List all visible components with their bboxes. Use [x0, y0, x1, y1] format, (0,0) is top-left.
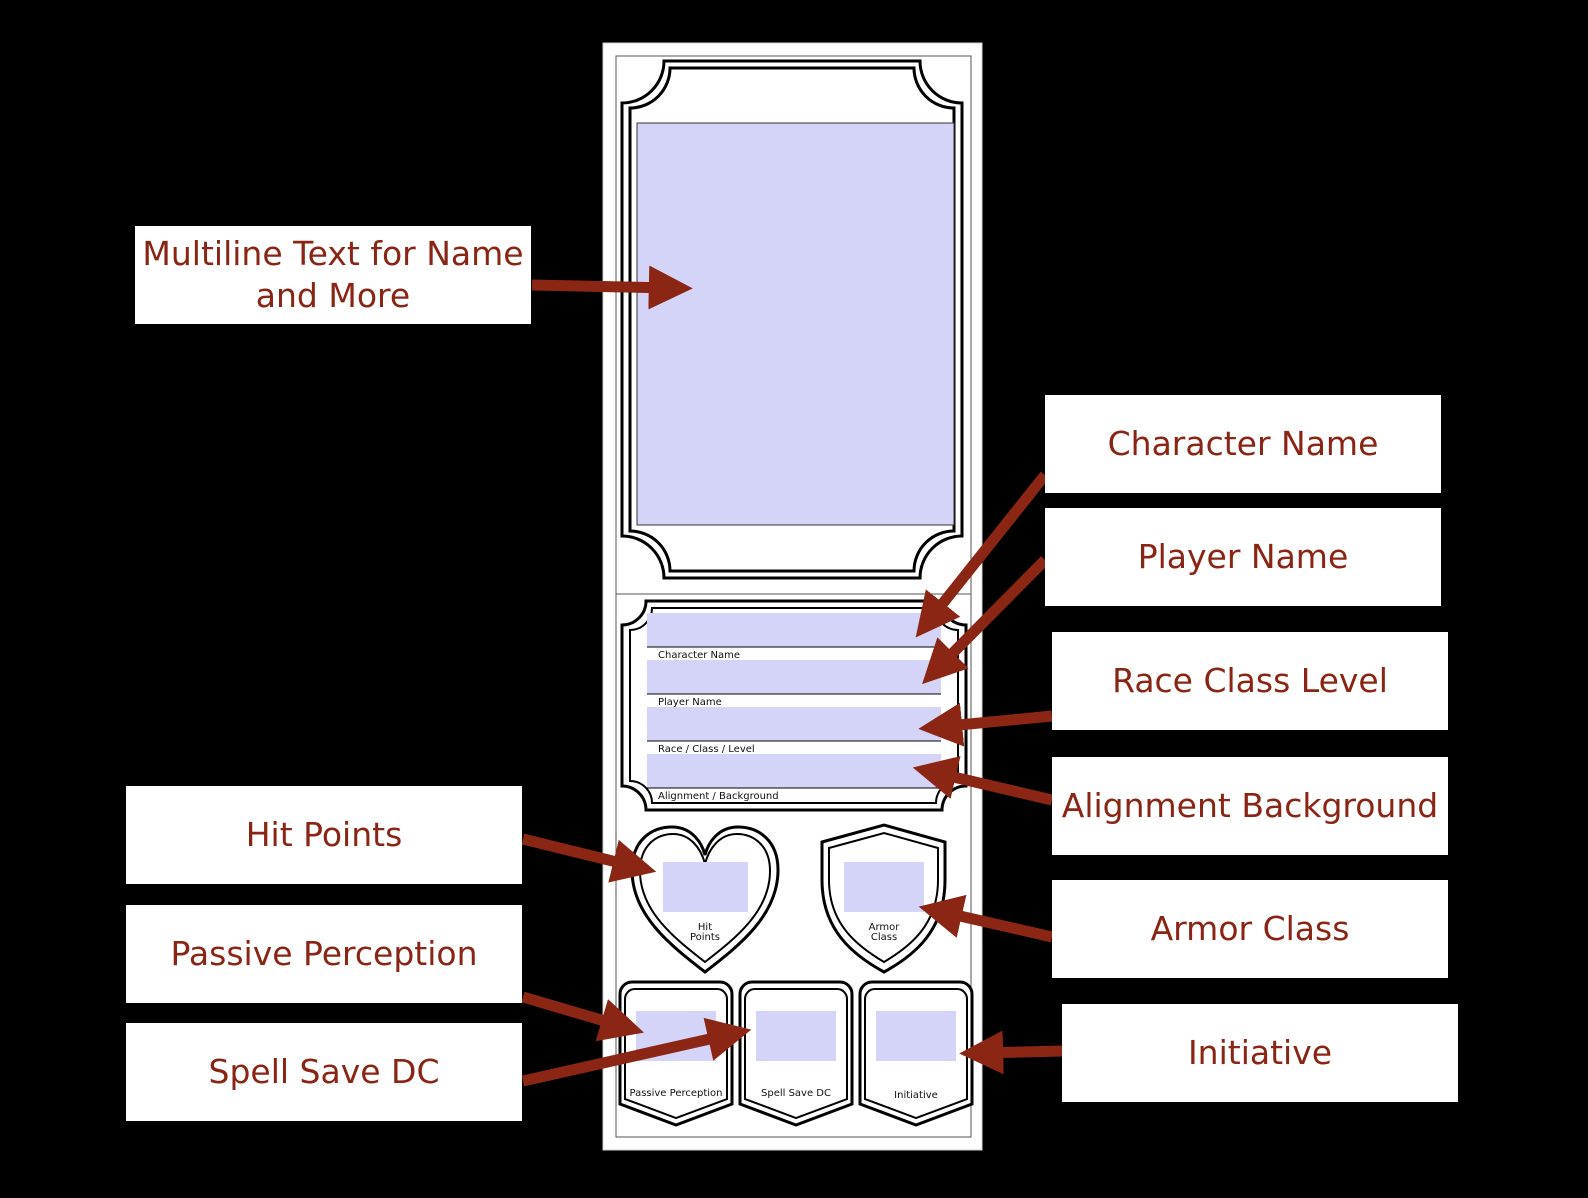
- arrow-player-name: [922, 556, 1049, 685]
- race-class-level-field[interactable]: [647, 707, 941, 741]
- spell-save-dc-field[interactable]: [756, 1011, 836, 1061]
- hit-points-field[interactable]: [663, 862, 748, 912]
- callout-armor-class: Armor Class: [1052, 880, 1448, 978]
- callout-player-name: Player Name: [1045, 508, 1441, 606]
- arrow-multiline: [531, 265, 693, 310]
- hit-points-label-line1: Hit: [698, 922, 712, 933]
- character-name-label: Character Name: [658, 650, 740, 661]
- armor-class-field[interactable]: [844, 862, 924, 912]
- initiative-field[interactable]: [876, 1011, 956, 1061]
- callout-spell-save-dc: Spell Save DC: [126, 1023, 522, 1121]
- sheet-inner-border: [615, 55, 972, 1138]
- character-name-field[interactable]: [647, 613, 941, 647]
- armor-class-label-line1: Armor: [869, 922, 901, 933]
- callout-race-class-level: Race Class Level: [1052, 632, 1448, 730]
- initiative-label: Initiative: [894, 1090, 938, 1101]
- callout-hit-points: Hit Points: [126, 786, 522, 884]
- arrow-race-class-level: [918, 702, 1053, 747]
- callout-multiline-text: Multiline Text for Name and More: [135, 226, 531, 324]
- player-name-field[interactable]: [647, 660, 941, 694]
- arrow-armor-class: [918, 894, 1054, 943]
- arrow-character-name: [915, 471, 1050, 638]
- arrow-passive-perception: [521, 991, 644, 1042]
- hit-points-label-line2: Points: [690, 932, 720, 943]
- race-class-level-label: Race / Class / Level: [658, 744, 755, 755]
- callout-passive-perception: Passive Perception: [126, 905, 522, 1003]
- spell-save-dc-label: Spell Save DC: [761, 1088, 831, 1099]
- callout-character-name: Character Name: [1045, 395, 1441, 493]
- passive-perception-label: Passive Perception: [629, 1088, 722, 1099]
- alignment-background-field[interactable]: [647, 754, 941, 788]
- player-name-label: Player Name: [658, 697, 722, 708]
- callout-multiline-line2: and More: [255, 276, 411, 315]
- arrow-initiative: [959, 1030, 1063, 1075]
- callout-alignment-background: Alignment Background: [1052, 757, 1448, 855]
- arrow-alignment-background: [912, 756, 1054, 806]
- multiline-text-field[interactable]: [636, 122, 955, 526]
- arrow-spell-save-dc: [521, 1017, 752, 1087]
- callout-initiative: Initiative: [1062, 1004, 1458, 1102]
- armor-class-label-line2: Class: [871, 932, 897, 943]
- alignment-background-label: Alignment / Background: [658, 791, 779, 802]
- arrow-hit-points: [521, 833, 657, 883]
- callout-multiline-line1: Multiline Text for Name: [142, 234, 524, 273]
